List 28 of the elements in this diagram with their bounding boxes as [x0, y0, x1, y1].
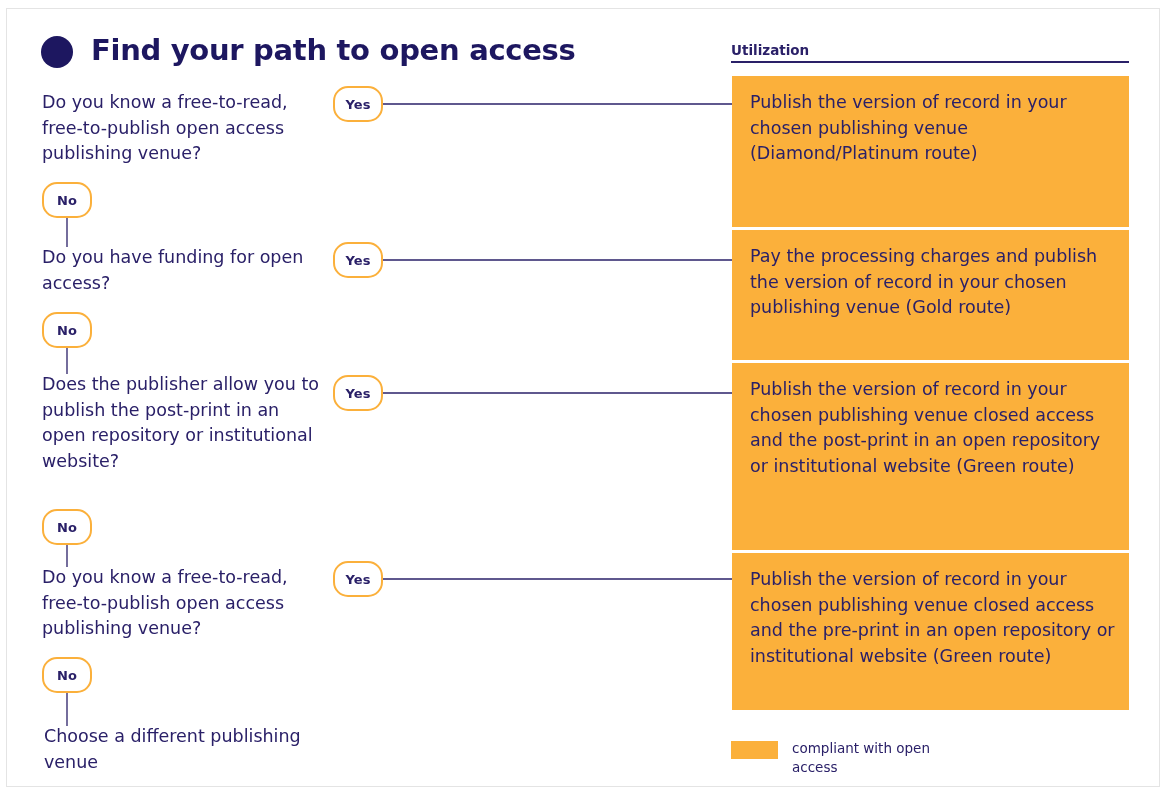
answer-pill: Yes — [333, 242, 383, 278]
answer-pill: No — [42, 312, 92, 348]
answer-pill: Yes — [333, 561, 383, 597]
answer-pill: No — [42, 182, 92, 218]
answer-pill: Yes — [333, 86, 383, 122]
connector-line — [66, 217, 68, 248]
connector-line — [66, 347, 68, 375]
question-text: Do you know a free-to-read, free-to-publish open access publishing venue? — [42, 565, 322, 642]
answer-pill: Yes — [333, 375, 383, 411]
connector-line — [382, 259, 733, 261]
connector-line — [382, 103, 733, 105]
outcome-box: Publish the version of record in your chosen publishing venue closed access and the pre-print in an open repository or institutional website (Green route) — [732, 553, 1129, 710]
question-text: Choose a different publishing venue — [44, 724, 324, 775]
question-text: Do you know a free-to-read, free-to-publish open access publishing venue? — [42, 90, 322, 167]
connector-line — [382, 578, 733, 580]
connector-line — [66, 692, 68, 727]
question-text: Do you have funding for open access? — [42, 245, 322, 296]
column-heading: Utilization — [731, 42, 810, 58]
legend-text: compliant with open access — [792, 739, 931, 777]
title: Find your path to open access — [91, 33, 576, 67]
outcome-box: Publish the version of record in your chosen publishing venue closed access and the post-print in an open repository or institutional website (Green route) — [732, 363, 1129, 550]
answer-pill: No — [42, 509, 92, 545]
outcome-box: Pay the processing charges and publish the version of record in your chosen publishing venue (Gold route) — [732, 230, 1129, 360]
connector-line — [66, 544, 68, 568]
connector-line — [382, 392, 733, 394]
answer-pill: No — [42, 657, 92, 693]
question-text: Does the publisher allow you to publish the post-print in an open repository or institutional website? — [42, 372, 322, 474]
outcome-box: Publish the version of record in your chosen publishing venue (Diamond/Platinum route) — [732, 76, 1129, 227]
